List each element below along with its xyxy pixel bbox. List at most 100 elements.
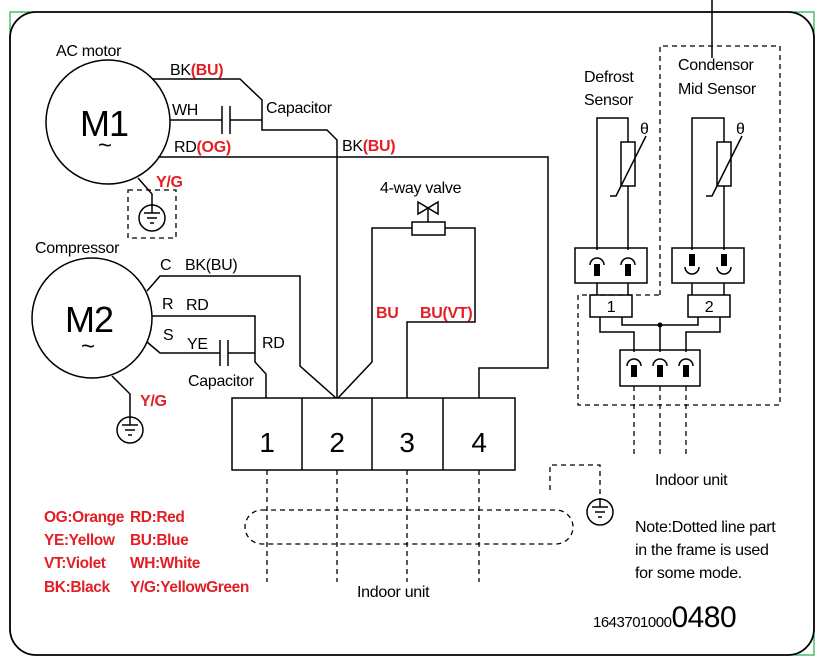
compressor-pin-c: C [160, 257, 171, 274]
corner-marks [9, 11, 815, 656]
wire-valve-left [337, 227, 412, 399]
condensor-plug-leads [691, 283, 725, 295]
indoor-connector-dashed-leads [633, 386, 687, 456]
wire-run-label: RD [262, 335, 285, 352]
wire-common-label: BK(BU) [342, 138, 395, 155]
condensor-theta-icon: θ [736, 121, 745, 138]
m1-ground-wire [137, 177, 153, 213]
wire-m1-rd-alt: (OG) [197, 139, 231, 156]
compressor-symbol: M2 [65, 299, 113, 340]
corner-mark-top-left [9, 11, 34, 34]
wire-m1-wh-label: WH [172, 102, 198, 119]
wire-m1-bk-label: BK(BU) [170, 62, 223, 79]
outer-frame [9, 11, 815, 656]
ac-motor: AC motor M1 ~ BK(BU) WH Capacitor RD(OG)… [45, 43, 549, 398]
terminal-block: 1 2 3 4 Indoor unit [231, 397, 574, 601]
defrost-thermistor [620, 141, 636, 187]
indoor-ground [549, 464, 614, 526]
m2-ground-icon [116, 416, 144, 444]
condensor-connector-pin-2 [721, 254, 727, 266]
legend-item: BK:Black [44, 579, 110, 596]
indoor-connector-socket-icons [626, 358, 694, 367]
condensor-sensor-title-1: Condensor [678, 57, 755, 74]
defrost-theta-icon: θ [640, 121, 649, 138]
defrost-sensor-wires [596, 117, 629, 250]
ac-motor-circle [45, 59, 171, 185]
legend-item: RD:Red [130, 509, 184, 526]
part-number-prefix: 1643701000 [593, 614, 672, 631]
m2-ground-label: Y/G [140, 393, 167, 410]
optional-dashed-frame [577, 45, 781, 406]
condensor-sensor-title-2: Mid Sensor [678, 81, 757, 98]
indoor-unit-label-right: Indoor unit [655, 472, 728, 489]
ac-motor-ac-mark: ~ [98, 132, 112, 159]
m1-capacitor-label: Capacitor [266, 100, 333, 117]
plug-1-label: 1 [607, 299, 616, 316]
wire-r [152, 315, 267, 398]
indoor-unit-label-bottom: Indoor unit [357, 584, 430, 601]
note-line-1: Note:Dotted line part [635, 519, 776, 536]
condensor-thermistor [716, 141, 732, 187]
wire-m1-bk-code: BK [170, 62, 191, 79]
m2-ground: Y/G [111, 375, 167, 444]
wire-valve-right-label: BU(VT) [420, 305, 472, 322]
m1-ground-icon [138, 204, 166, 232]
wire-m1-bk [152, 78, 338, 398]
defrost-connector [574, 247, 648, 284]
four-way-valve: 4-way valve BU BU(VT) [337, 180, 476, 399]
defrost-connector-pin-1 [594, 264, 600, 276]
terminal-3: 3 [399, 427, 414, 458]
defrost-sensor-title-1: Defrost [584, 69, 634, 86]
harness-junction-dot [657, 322, 663, 328]
indoor-connector-pin-1 [631, 365, 637, 377]
terminal-1: 1 [259, 427, 274, 458]
part-number: 16437010000480 [593, 601, 736, 634]
legend-item: WH:White [130, 555, 201, 572]
compressor: Compressor M2 ~ C BK(BU) R RD S YE RD Ca… [31, 240, 337, 444]
condensor-sensor-wires [691, 117, 725, 250]
compressor-capacitor [219, 340, 255, 366]
m2-ground-bars [122, 424, 138, 436]
m2-ground-wire [111, 375, 131, 425]
condensor-connector-pin-1 [689, 254, 695, 266]
harness-wire-1 [599, 317, 635, 352]
indoor-ground-bars [592, 499, 608, 518]
compressor-capacitor-label: Capacitor [188, 373, 255, 390]
valve-title: 4-way valve [380, 180, 462, 197]
m1-ground-bars [144, 212, 160, 224]
m1-ground-label: Y/G [156, 174, 183, 191]
legend-item: YE:Yellow [44, 532, 116, 549]
sensors: Defrost Sensor θ 1 Condensor Mid Sensor … [574, 45, 781, 489]
compressor-circle [31, 257, 153, 379]
terminal-dashed-leads [266, 470, 480, 582]
valve-icon [417, 200, 439, 222]
wire-r-label: RD [186, 297, 209, 314]
note: Note:Dotted line part in the frame is us… [635, 519, 777, 582]
corner-mark-top-right [790, 11, 815, 36]
plug-2 [687, 294, 731, 318]
wire-s [146, 341, 220, 354]
defrost-sensor-title-2: Sensor [584, 92, 634, 109]
note-line-2: in the frame is used [635, 542, 769, 559]
corner-mark-bottom-right [790, 631, 815, 656]
wire-c-label: BK(BU) [185, 257, 237, 274]
wire-m1-rd-label: RD(OG) [174, 139, 231, 156]
wire-common-code: BK [342, 138, 363, 155]
condensor-connector [671, 247, 745, 284]
color-legend: OG:Orange RD:Red YE:Yellow BU:Blue VT:Vi… [44, 509, 249, 596]
legend-item: Y/G:YellowGreen [130, 579, 249, 596]
legend-item: OG:Orange [44, 509, 125, 526]
compressor-pin-r: R [162, 296, 173, 313]
m1-ground-dashed-box [127, 189, 177, 239]
m1-capacitor [221, 106, 262, 134]
plug-1 [589, 294, 633, 318]
defrost-connector-pin-2 [625, 264, 631, 276]
terminal-dividers [301, 398, 444, 470]
wire-valve-left-label: BU [376, 305, 399, 322]
note-line-3: for some mode. [635, 565, 742, 582]
indoor-cable-bundle [244, 509, 574, 545]
compressor-pin-s: S [163, 327, 173, 344]
part-number-suffix: 0480 [671, 601, 736, 634]
